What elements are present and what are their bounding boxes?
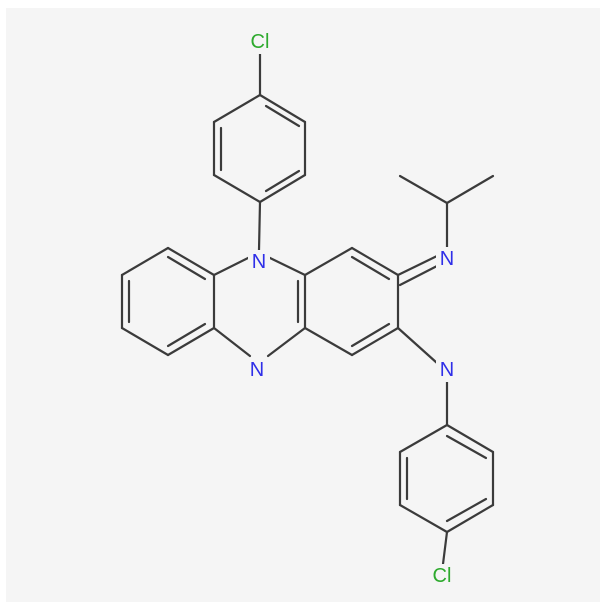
bond-line-28 xyxy=(396,326,439,365)
bond-line-20 xyxy=(350,246,400,277)
atom-label-n-ring: N xyxy=(252,251,266,273)
cl-bottom-backdrop xyxy=(429,564,455,588)
double-bond-line-4 xyxy=(166,255,207,281)
bond-line-13 xyxy=(166,246,216,277)
bond-layer xyxy=(120,52,495,566)
bond-line-36 xyxy=(441,530,449,566)
atom-label-n-amine: N xyxy=(440,359,454,381)
bond-line-32 xyxy=(445,503,495,534)
n-amine-backdrop xyxy=(436,358,458,382)
bond-line-27 xyxy=(445,174,495,205)
bond-line-30 xyxy=(445,423,495,454)
n-bottom-ring-backdrop xyxy=(246,358,268,382)
atom-label-layer: Cl N N N N Cl xyxy=(246,30,458,588)
double-bond-line-9 xyxy=(398,264,439,287)
bond-line-0 xyxy=(258,93,307,124)
bond-line-17 xyxy=(266,326,307,358)
bond-line-35 xyxy=(398,423,449,454)
bond-line-26 xyxy=(398,174,449,205)
bond-line-10 xyxy=(120,326,170,357)
atom-label-cl-bottom: Cl xyxy=(433,565,452,587)
bond-line-24 xyxy=(396,254,439,277)
bond-line-9 xyxy=(166,326,216,357)
bond-line-22 xyxy=(350,326,400,357)
bond-line-33 xyxy=(398,503,449,534)
bond-line-19 xyxy=(303,246,354,277)
double-bond-line-7 xyxy=(350,255,391,281)
double-bond-line-1 xyxy=(264,104,301,128)
bond-line-3 xyxy=(212,173,262,204)
bond-line-23 xyxy=(303,326,354,357)
structure-panel xyxy=(6,8,600,602)
double-bond-line-2 xyxy=(264,169,301,193)
atom-label-n-bottom-ring: N xyxy=(250,359,264,381)
n-ring-backdrop xyxy=(248,250,270,274)
double-bond-line-12 xyxy=(445,497,488,523)
n-imine-backdrop xyxy=(436,247,458,271)
bond-line-14 xyxy=(212,255,252,277)
atom-label-cl-top: Cl xyxy=(251,31,270,53)
double-bond-line-5 xyxy=(166,322,207,348)
bond-line-12 xyxy=(120,246,170,277)
bond-line-15 xyxy=(266,255,307,277)
bond-line-7 xyxy=(257,200,262,252)
double-bond-line-8 xyxy=(350,322,391,348)
double-bond-line-11 xyxy=(445,434,488,460)
atom-label-n-imine: N xyxy=(440,248,454,270)
cl-top-backdrop xyxy=(248,30,274,54)
bond-line-18 xyxy=(212,326,252,358)
bond-line-2 xyxy=(258,173,307,204)
bond-line-5 xyxy=(212,93,262,124)
